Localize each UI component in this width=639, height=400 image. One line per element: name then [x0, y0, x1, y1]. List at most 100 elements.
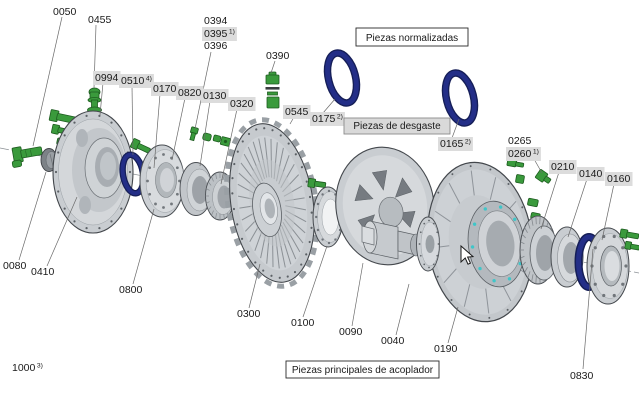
leader-line-0160 — [601, 183, 615, 241]
svg-text:0140: 0140 — [579, 168, 603, 180]
svg-text:0394: 0394 — [204, 15, 228, 27]
svg-text:0090: 0090 — [339, 326, 363, 338]
part-0210-bearing-ring — [519, 215, 559, 285]
part-0190-rear-housing — [426, 161, 534, 323]
part-label-0390: 0390 — [266, 50, 290, 62]
part-0390-bolt-stack — [265, 71, 280, 109]
part-label-0080: 0080 — [3, 260, 27, 272]
part-label-0830: 0830 — [570, 370, 594, 382]
part-label-0394: 0394 — [204, 15, 228, 27]
svg-text:Piezas de desgaste: Piezas de desgaste — [353, 121, 441, 132]
leader-line-0175 — [322, 98, 336, 114]
leader-line-0994 — [99, 82, 104, 116]
part-0455-bolt — [87, 87, 102, 114]
leader-line-0190 — [447, 306, 459, 344]
mouse-cursor — [460, 244, 475, 265]
leader-line-0040 — [395, 283, 410, 336]
leader-line-0800 — [132, 208, 155, 285]
part-label-0320: 0320 — [228, 97, 256, 111]
svg-text:0320: 0320 — [230, 98, 254, 110]
svg-text:0830: 0830 — [570, 370, 594, 382]
svg-text:0100: 0100 — [291, 317, 315, 329]
leader-line-0260 — [533, 158, 543, 174]
part-label-0396: 0396 — [204, 40, 228, 52]
part-0160-end-flange — [586, 227, 630, 305]
svg-text:0800: 0800 — [119, 284, 143, 296]
svg-text:0170: 0170 — [153, 83, 177, 95]
leader-line-0510 — [131, 85, 134, 156]
svg-text:0396: 0396 — [204, 40, 228, 52]
svg-text:0455: 0455 — [88, 14, 112, 26]
svg-text:0130: 0130 — [203, 90, 227, 102]
leader-line-0300 — [248, 263, 261, 309]
leader-line-0170 — [153, 93, 161, 169]
leader-line-0830 — [582, 248, 594, 370]
svg-text:Piezas normalizadas: Piezas normalizadas — [366, 33, 458, 44]
svg-text:0080: 0080 — [3, 260, 27, 272]
leader-line-0410 — [46, 196, 78, 267]
part-0300-turbine-wheel — [224, 117, 320, 289]
part-0394-0396-fasteners — [189, 126, 232, 147]
part-washer-small — [11, 159, 23, 168]
section-box-piezas-desgaste: Piezas de desgaste — [343, 117, 451, 135]
leader-line-0080 — [18, 171, 47, 261]
svg-text:0040: 0040 — [381, 335, 405, 347]
part-label-0800: 0800 — [119, 284, 143, 296]
svg-text:0545: 0545 — [285, 106, 309, 118]
part-0040-hub-shaft — [361, 216, 440, 272]
section-box-piezas-principales: Piezas principales de acoplador — [285, 360, 440, 379]
svg-text:0994: 0994 — [95, 72, 119, 84]
svg-text:Piezas principales de acoplado: Piezas principales de acoplador — [292, 365, 434, 376]
svg-text:0190: 0190 — [434, 343, 458, 355]
part-label-0190: 0190 — [434, 343, 458, 355]
leader-line-0050 — [32, 16, 63, 147]
part-label-0100: 0100 — [291, 317, 315, 329]
part-0165-o-ring — [441, 69, 479, 127]
svg-text:0390: 0390 — [266, 50, 290, 62]
leader-line-0210 — [540, 171, 560, 230]
part-label-0090: 0090 — [339, 326, 363, 338]
part-label-0545: 0545 — [283, 105, 311, 119]
leader-line-0130 — [199, 100, 211, 167]
part-label-0140: 0140 — [577, 167, 605, 181]
svg-text:0265: 0265 — [508, 135, 532, 147]
part-label-0210: 0210 — [549, 160, 577, 174]
part-label-0050: 0050 — [53, 6, 77, 18]
section-box-piezas-normalizadas: Piezas normalizadas — [355, 27, 469, 47]
part-0175-o-ring — [323, 49, 361, 107]
part-label-0160: 0160 — [605, 172, 633, 186]
part-label-0300: 0300 — [237, 308, 261, 320]
leader-line-0165 — [451, 118, 460, 139]
leader-line-0390 — [270, 60, 276, 74]
svg-text:0820: 0820 — [178, 87, 202, 99]
svg-text:0410: 0410 — [31, 266, 55, 278]
leader-line-0320 — [220, 108, 238, 185]
leader-line-0820 — [171, 97, 186, 161]
part-0170-cover-disc — [139, 144, 185, 218]
part-label-0170: 0170 — [151, 82, 179, 96]
part-label-0130: 0130 — [201, 89, 229, 103]
svg-text:0210: 0210 — [551, 161, 575, 173]
part-label-0410: 0410 — [31, 266, 55, 278]
part-label-0455: 0455 — [88, 14, 112, 26]
leader-line-0140 — [567, 178, 588, 238]
part-label-0040: 0040 — [381, 335, 405, 347]
part-bolt-mid — [307, 178, 327, 188]
part-0050-screw — [11, 146, 43, 164]
part-label-0820: 0820 — [176, 86, 204, 100]
part-label-0994: 0994 — [93, 71, 121, 85]
svg-text:0160: 0160 — [607, 173, 631, 185]
